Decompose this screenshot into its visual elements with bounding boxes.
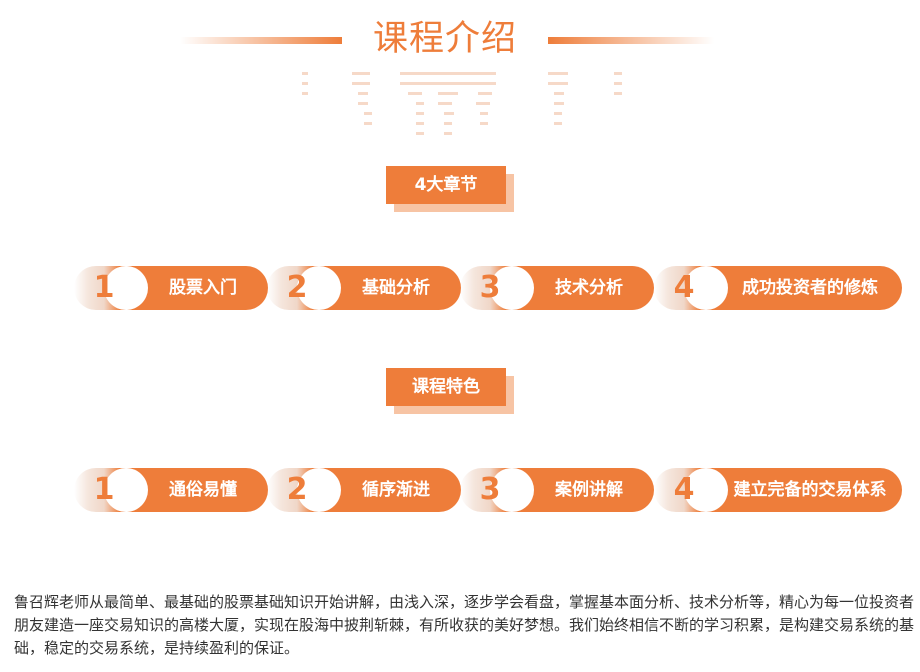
chapter-number: 2 xyxy=(286,270,308,305)
feature-number: 2 xyxy=(286,472,308,507)
chapter-label: 成功投资者的修炼 xyxy=(742,278,878,298)
chapter-number: 1 xyxy=(93,270,115,305)
feature-item-2[interactable]: 2 循序渐进 xyxy=(267,468,461,512)
header-line-right xyxy=(548,37,714,44)
feature-label: 循序渐进 xyxy=(362,480,430,500)
feature-label: 案例讲解 xyxy=(555,480,623,500)
chapters-tag-label: 4大章节 xyxy=(386,166,506,204)
feature-number: 1 xyxy=(93,472,115,507)
feature-item-1[interactable]: 1 通俗易懂 xyxy=(74,468,268,512)
chapter-item-2[interactable]: 2 基础分析 xyxy=(267,266,461,310)
chapter-item-1[interactable]: 1 股票入门 xyxy=(74,266,268,310)
header-line-left xyxy=(180,37,342,44)
feature-number: 4 xyxy=(673,472,695,507)
feature-label: 通俗易懂 xyxy=(169,480,237,500)
features-tag-label: 课程特色 xyxy=(386,368,506,406)
chapter-item-3[interactable]: 3 技术分析 xyxy=(460,266,654,310)
feature-number: 3 xyxy=(479,472,501,507)
feature-item-4[interactable]: 4 建立完备的交易体系 xyxy=(654,468,902,512)
feature-label: 建立完备的交易体系 xyxy=(733,480,887,500)
pixel-watermark xyxy=(302,72,622,135)
chapter-label: 基础分析 xyxy=(362,278,430,298)
chapter-item-4[interactable]: 4 成功投资者的修炼 xyxy=(654,266,902,310)
course-description: 鲁召辉老师从最简单、最基础的股票基础知识开始讲解，由浅入深，逐步学会看盘，掌握基… xyxy=(14,593,915,657)
chapter-label: 股票入门 xyxy=(169,278,237,298)
chapter-number: 3 xyxy=(479,270,501,305)
feature-item-3[interactable]: 3 案例讲解 xyxy=(460,468,654,512)
page-title: 课程介绍 xyxy=(372,19,517,59)
chapters-tag: 4大章节 xyxy=(386,166,514,212)
chapter-number: 4 xyxy=(673,270,695,305)
features-tag: 课程特色 xyxy=(386,368,514,414)
chapter-label: 技术分析 xyxy=(555,278,623,298)
